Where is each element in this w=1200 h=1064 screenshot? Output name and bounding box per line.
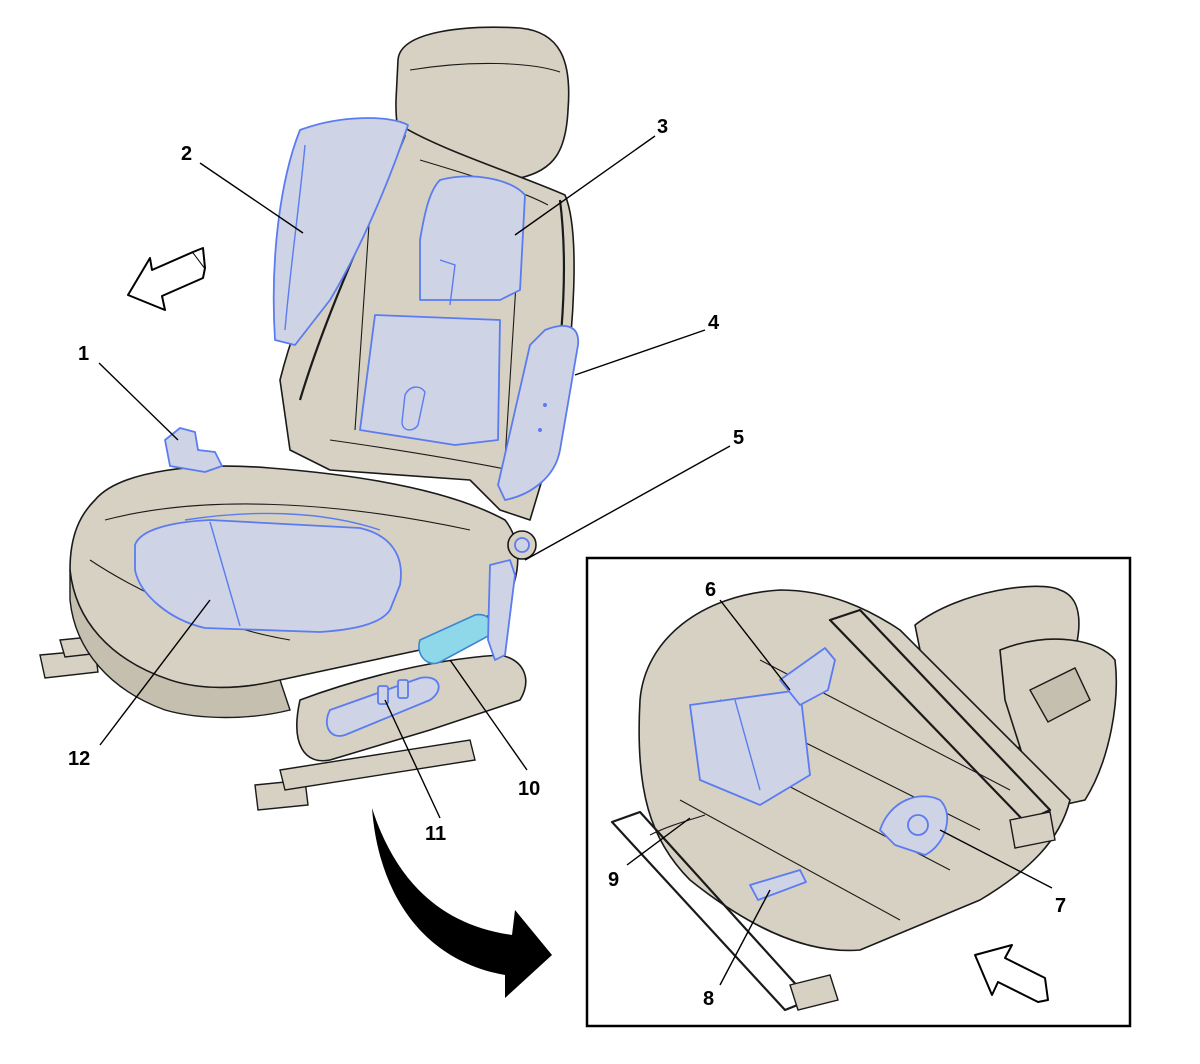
main-seat-illustration: [39, 26, 579, 811]
part-6-control-module: [689, 689, 811, 806]
callout-3: 3: [657, 116, 668, 138]
part-6-bracket: [779, 647, 836, 706]
callout-10: 10: [518, 778, 540, 800]
callout-12: 12: [68, 748, 90, 770]
part-3-back-panel: [419, 175, 526, 301]
callout-4: 4: [708, 312, 720, 334]
part-9-harness: [649, 814, 706, 836]
callout-8: 8: [703, 988, 714, 1010]
callout-5: 5: [733, 427, 744, 449]
part-11-switch-panel: [325, 676, 440, 737]
forward-direction-arrow: [127, 247, 206, 311]
leader-lines: [98, 135, 1053, 986]
part-5-lever: [487, 559, 516, 661]
callout-labels: 1 2 3 4 5 6 7 8 9 10 11 12: [68, 116, 1066, 1010]
callout-7: 7: [1055, 895, 1066, 917]
callout-1: 1: [78, 343, 89, 365]
part-4-side-module: [497, 325, 579, 501]
lumbar-panel: [359, 314, 501, 446]
callout-2: 2: [181, 143, 192, 165]
hollow-arrow-icon: [127, 251, 206, 311]
part-1-buckle: [164, 427, 223, 473]
hollow-arrow-icon: [974, 944, 1049, 1003]
inset-underside-view: [585, 556, 1132, 1028]
callout-11: 11: [425, 823, 446, 845]
callout-9: 9: [608, 869, 619, 891]
callout-6: 6: [705, 579, 716, 601]
curved-arrow-icon: [372, 808, 552, 998]
part-12-cushion-mat: [134, 519, 402, 633]
part-8-connector: [749, 869, 807, 901]
